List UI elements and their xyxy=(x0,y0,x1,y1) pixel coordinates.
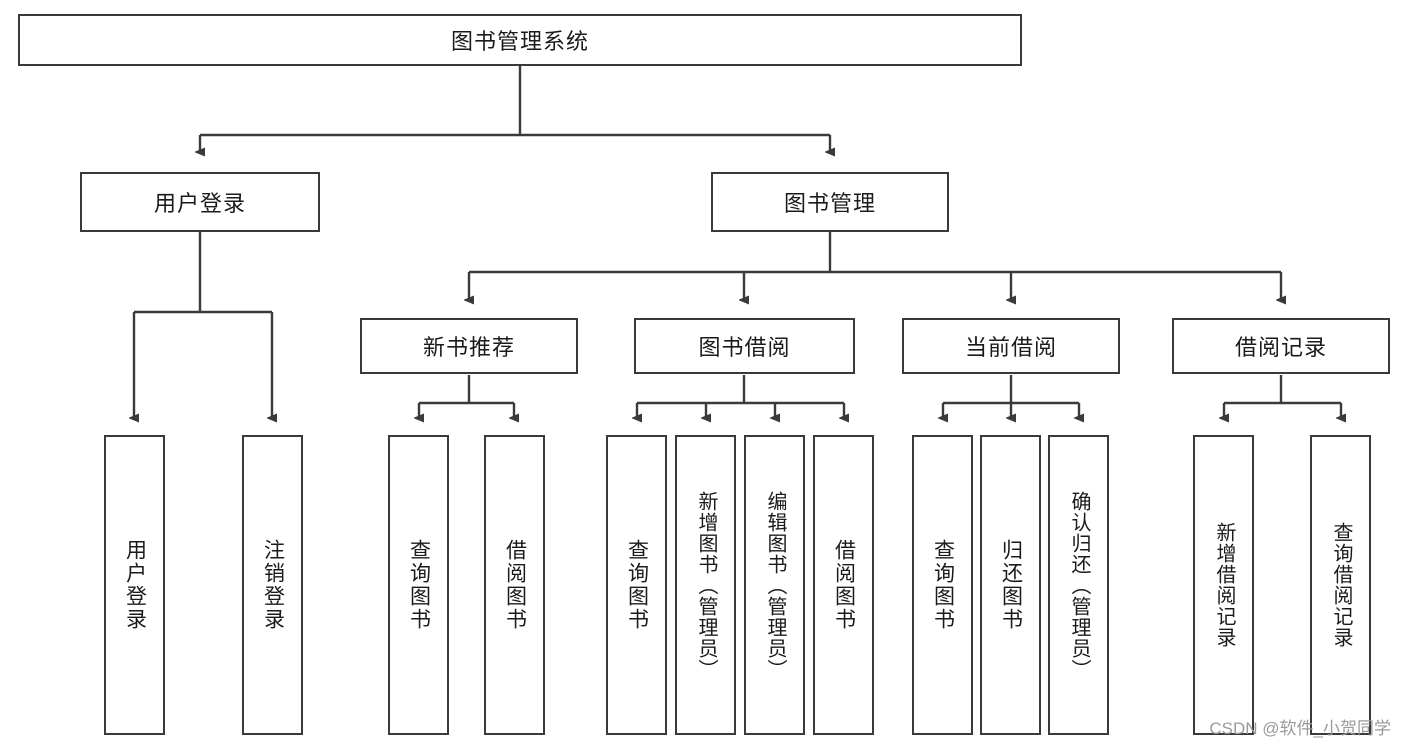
leaf-newbook-borrow-book[interactable]: 借阅图书 xyxy=(484,435,545,735)
node-label: 用户登录 xyxy=(153,191,246,216)
node-book-management[interactable]: 图书管理 xyxy=(711,172,949,232)
leaf-current-return-book[interactable]: 归还图书 xyxy=(980,435,1041,735)
csdn-watermark: CSDN @软件_小贺同学 xyxy=(1209,719,1391,738)
node-borrow-record[interactable]: 借阅记录 xyxy=(1172,318,1390,374)
node-label: 借阅图书 xyxy=(832,539,856,631)
node-book-borrow[interactable]: 图书借阅 xyxy=(634,318,855,374)
node-root-book-management-system[interactable]: 图书管理系统 xyxy=(18,14,1022,66)
leaf-borrow-borrow-book[interactable]: 借阅图书 xyxy=(813,435,874,735)
node-label: 新增借阅记录 xyxy=(1213,522,1235,648)
leaf-record-query-borrow-record[interactable]: 查询借阅记录 xyxy=(1310,435,1371,735)
leaf-record-add-borrow-record[interactable]: 新增借阅记录 xyxy=(1193,435,1254,735)
leaf-user-login-1[interactable]: 用户登录 xyxy=(104,435,165,735)
node-label: 新书推荐 xyxy=(422,335,515,360)
node-current-borrow[interactable]: 当前借阅 xyxy=(902,318,1120,374)
leaf-borrow-query-book[interactable]: 查询图书 xyxy=(606,435,667,735)
leaf-borrow-add-book-admin[interactable]: 新增图书（管理员） xyxy=(675,435,736,735)
leaf-current-query-book[interactable]: 查询图书 xyxy=(912,435,973,735)
node-label: 编辑图书（管理员） xyxy=(764,490,786,680)
node-label: 借阅图书 xyxy=(503,539,527,631)
node-label: 当前借阅 xyxy=(964,335,1057,360)
node-label: 新增图书（管理员） xyxy=(695,490,717,680)
leaf-borrow-edit-book-admin[interactable]: 编辑图书（管理员） xyxy=(744,435,805,735)
node-label: 图书管理 xyxy=(783,191,876,216)
node-label: 用户登录 xyxy=(123,539,147,631)
node-label: 注销登录 xyxy=(261,539,285,631)
node-user-login[interactable]: 用户登录 xyxy=(80,172,320,232)
node-label: 图书管理系统 xyxy=(450,29,589,54)
leaf-current-confirm-return-admin[interactable]: 确认归还（管理员） xyxy=(1048,435,1109,735)
node-label: 查询图书 xyxy=(931,539,955,631)
node-label: 查询借阅记录 xyxy=(1330,522,1352,648)
node-label: 归还图书 xyxy=(999,539,1023,631)
node-label: 图书借阅 xyxy=(698,335,791,360)
leaf-user-logout[interactable]: 注销登录 xyxy=(242,435,303,735)
node-label: 查询图书 xyxy=(407,539,431,631)
node-label: 确认归还（管理员） xyxy=(1068,490,1090,680)
node-label: 查询图书 xyxy=(625,539,649,631)
node-new-book-recommend[interactable]: 新书推荐 xyxy=(360,318,578,374)
node-label: 借阅记录 xyxy=(1234,335,1327,360)
leaf-newbook-query-book[interactable]: 查询图书 xyxy=(388,435,449,735)
